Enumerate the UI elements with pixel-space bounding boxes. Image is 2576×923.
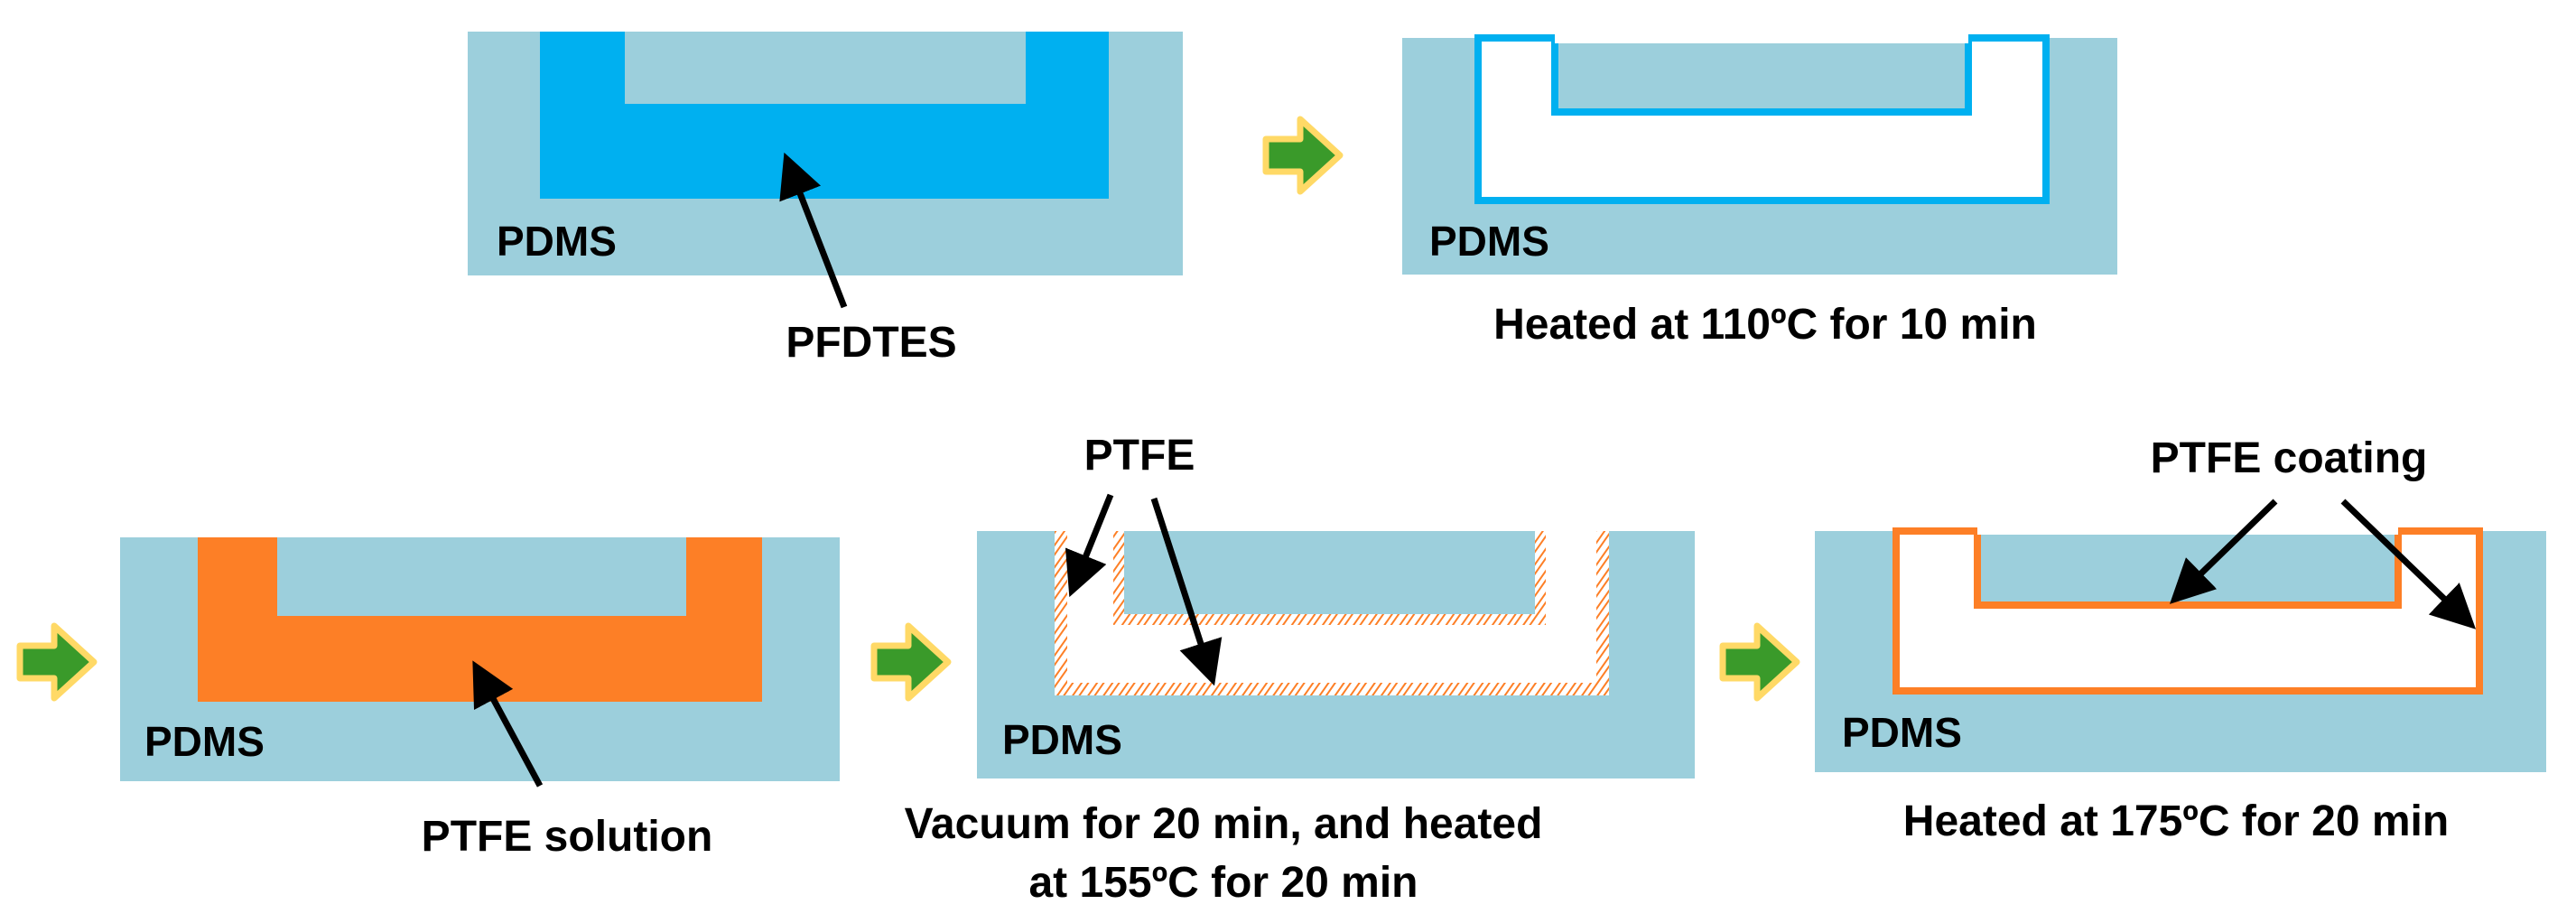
step4-ptfe-pointer-left [1065, 493, 1114, 598]
step5-ptfe-coating-label: PTFE coating [2151, 434, 2428, 482]
process-arrow-3-icon [874, 626, 948, 698]
step5-pdms-label: PDMS [1842, 709, 1962, 756]
step1-pfdtes-pointer [779, 152, 848, 309]
step2-top-cover [1555, 31, 1968, 43]
step5-panel: PDMS PTFE coating Heated at 175ºC for 20… [1815, 434, 2546, 845]
step2-pdms-label: PDMS [1429, 218, 1549, 265]
step4-pdms-label: PDMS [1002, 716, 1122, 763]
step4-panel: PDMS PTFE Vacuum for 20 min, and heated … [905, 432, 1695, 907]
step1-panel: PDMS PFDTES [468, 32, 1183, 367]
step3-ptfe-solution-label: PTFE solution [422, 813, 713, 861]
step5-caption: Heated at 175ºC for 20 min [1903, 797, 2449, 845]
step4-ptfe-label: PTFE [1084, 432, 1195, 480]
step3-pdms-label: PDMS [144, 718, 265, 765]
step1-pdms-label: PDMS [497, 218, 617, 265]
step3-panel: PDMS PTFE solution [120, 537, 840, 861]
step5-coating-pointer-right [2340, 499, 2477, 629]
step1-pfdtes-label: PFDTES [786, 319, 956, 367]
step4-ptfe-hatch-inner [1113, 531, 1546, 625]
step2-caption: Heated at 110ºC for 10 min [1493, 301, 2037, 349]
process-arrow-2-icon [20, 626, 94, 698]
step4-ptfe-pointer-right [1150, 497, 1223, 686]
step3-ptfe-fill [198, 537, 762, 702]
step5-top-cover [1977, 522, 2398, 535]
step5-coating-pointer-left [2169, 499, 2278, 604]
step4-caption-line2: at 155ºC for 20 min [1028, 859, 1418, 907]
step3-ptfe-pointer [472, 660, 544, 788]
process-arrow-4-icon [1723, 626, 1797, 698]
process-arrow-1-icon [1266, 119, 1340, 191]
step4-caption-line1: Vacuum for 20 min, and heated [905, 800, 1543, 848]
step2-panel: PDMS Heated at 110ºC for 10 min [1402, 31, 2117, 349]
step1-pfdtes-fill [540, 32, 1109, 199]
